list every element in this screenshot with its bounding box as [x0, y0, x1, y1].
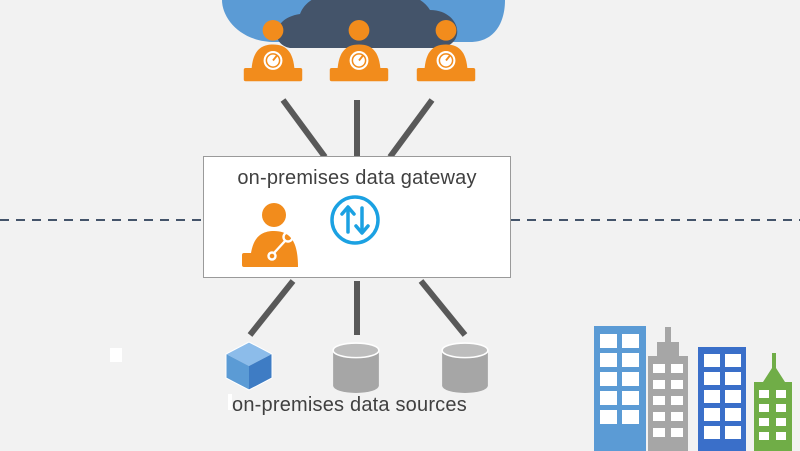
cloud-connector-lines: [280, 98, 435, 159]
gateway-icons: [242, 195, 380, 267]
marker-bar: [228, 394, 232, 410]
sync-arrows-icon: [330, 195, 380, 245]
marker-square: [110, 348, 122, 362]
office-buildings-icon: [594, 326, 792, 451]
source-connector-lines: [247, 279, 468, 337]
database-icon: [441, 342, 489, 394]
gateway-box: on-premises data gateway: [203, 156, 511, 278]
data-sources-caption: on-premises data sources: [232, 394, 467, 416]
cube-data-source-icon: [225, 341, 273, 391]
gateway-title: on-premises data gateway: [237, 167, 477, 189]
database-icon: [332, 342, 380, 394]
gateway-admin-icon: [242, 203, 298, 267]
